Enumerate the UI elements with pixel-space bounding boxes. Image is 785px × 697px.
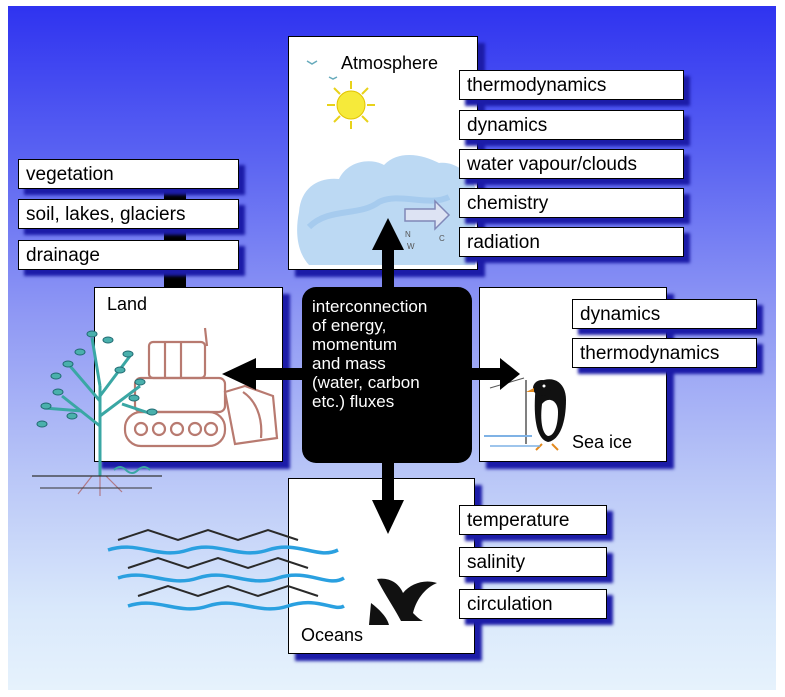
atmosphere-item-radiation: radiation	[459, 227, 684, 257]
bird-icon	[306, 60, 318, 65]
land-item-soil-lakes-glaciers: soil, lakes, glaciers	[18, 199, 239, 229]
tree-icon	[32, 330, 162, 496]
bird-icon-2	[328, 76, 338, 80]
oceans-item-temperature: temperature	[459, 505, 607, 535]
atmosphere-title: Atmosphere	[341, 53, 439, 73]
sun-icon	[327, 81, 375, 129]
center-line-4: and mass	[312, 354, 386, 373]
diagram-canvas: N W C Atmosphere Land	[8, 6, 776, 690]
map-letter-n: N	[405, 230, 411, 239]
land-item-vegetation: vegetation	[18, 159, 239, 189]
atmosphere-item-water-vapour-clouds: water vapour/clouds	[459, 149, 684, 179]
center-line-5: (water, carbon	[312, 373, 420, 392]
land-item-drainage: drainage	[18, 240, 239, 270]
center-line-2: of energy,	[312, 316, 387, 335]
oceans-item-salinity: salinity	[459, 547, 607, 577]
atmosphere-item-thermodynamics: thermodynamics	[459, 70, 684, 100]
penguin-icon	[484, 377, 566, 451]
land-title: Land	[107, 294, 148, 314]
central-flux-box: interconnection of energy, momentum and …	[302, 287, 472, 463]
oceans-item-circulation: circulation	[459, 589, 607, 619]
wind-arrow-icon	[404, 199, 451, 231]
map-letter-w: W	[407, 242, 415, 251]
ocean-waves-icon	[107, 528, 345, 611]
oceans-title: Oceans	[301, 625, 364, 645]
center-line-1: interconnection	[312, 297, 428, 316]
cloud-map-icon	[297, 154, 475, 265]
center-line-6: etc.) fluxes	[312, 392, 395, 411]
atmosphere-illustration: N W C	[297, 60, 475, 265]
center-line-3: momentum	[312, 335, 398, 354]
atmosphere-item-chemistry: chemistry	[459, 188, 684, 218]
atmosphere-panel: N W C Atmosphere	[288, 36, 478, 270]
atmosphere-item-dynamics: dynamics	[459, 110, 684, 140]
sea-ice-item-dynamics: dynamics	[572, 299, 757, 329]
land-connector-bar	[164, 176, 186, 294]
sea-ice-item-thermodynamics: thermodynamics	[572, 338, 757, 368]
map-letter-c: C	[439, 234, 445, 243]
whale-tail-icon	[369, 578, 437, 625]
sea-ice-title: Sea ice	[572, 432, 633, 452]
